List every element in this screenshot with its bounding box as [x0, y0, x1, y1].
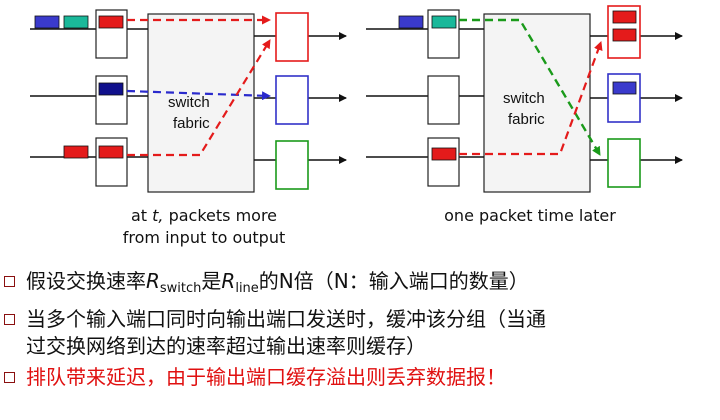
switch-fabric-label-1: switch [503, 90, 545, 107]
input-port-3 [95, 137, 128, 187]
bullet-queueing-delay-loss: 排队带来延迟，由于输出端口缓存溢出则丢弃数据报！ [4, 364, 716, 391]
switch-fabric-label-2: fabric [173, 115, 210, 132]
packet-teal-queued [431, 15, 457, 29]
input-port-2 [427, 75, 460, 125]
transfer-arrow-red-bottom [127, 39, 271, 157]
switch-fabric-label-2: fabric [508, 111, 545, 128]
packet-red-queued [98, 15, 124, 29]
transfer-arrow-green [459, 18, 602, 156]
output-queue-packet-red-2 [612, 28, 637, 42]
transfer-arrow-blue [126, 89, 271, 101]
right-caption: one packet time later [444, 206, 616, 225]
output-queueing-diagram: switch fabric switch f [30, 5, 683, 193]
output-port-green [607, 138, 641, 188]
output-port-red [275, 12, 309, 62]
switch-fabric-label-1: switch [168, 94, 210, 111]
packet-blue [398, 15, 424, 29]
packet-red-queued [431, 147, 457, 161]
input-port-3 [427, 137, 460, 187]
bullet-marker-icon [4, 372, 15, 383]
right-panel: switch fabric [366, 5, 683, 193]
output-port-blue [275, 75, 309, 125]
output-port-blue [607, 73, 641, 123]
left-panel: switch fabric [30, 9, 347, 193]
bullet-list: 假设交换速率Rswitch是Rline的N倍（N：输入端口的数量） 当多个输入端… [4, 268, 716, 395]
left-caption-line-2: from input to output [122, 228, 286, 247]
bullet-marker-icon [4, 276, 15, 287]
bullet-buffering: 当多个输入端口同时向输出端口发送时，缓冲该分组（当通 过交换网络到达的速率超过输… [4, 306, 716, 360]
packet-dark-blue-queued [98, 82, 124, 96]
output-queue-packet-blue [612, 81, 637, 95]
bullet-rswitch-rline: 假设交换速率Rswitch是Rline的N倍（N：输入端口的数量） [4, 268, 716, 302]
bullet-marker-icon [4, 314, 15, 325]
output-port-green [275, 140, 309, 190]
switch-fabric-box [147, 13, 255, 193]
packet-red [63, 145, 89, 159]
packet-red-queued [98, 145, 124, 159]
output-queue-packet-red-1 [612, 10, 637, 24]
switch-fabric-box [483, 13, 591, 193]
transfer-arrow-red [459, 41, 603, 156]
packet-teal [63, 15, 89, 29]
left-caption: at t, packets more from input to output [104, 205, 304, 249]
packet-blue [34, 15, 60, 29]
left-caption-line-1: at t, packets more [130, 206, 278, 225]
